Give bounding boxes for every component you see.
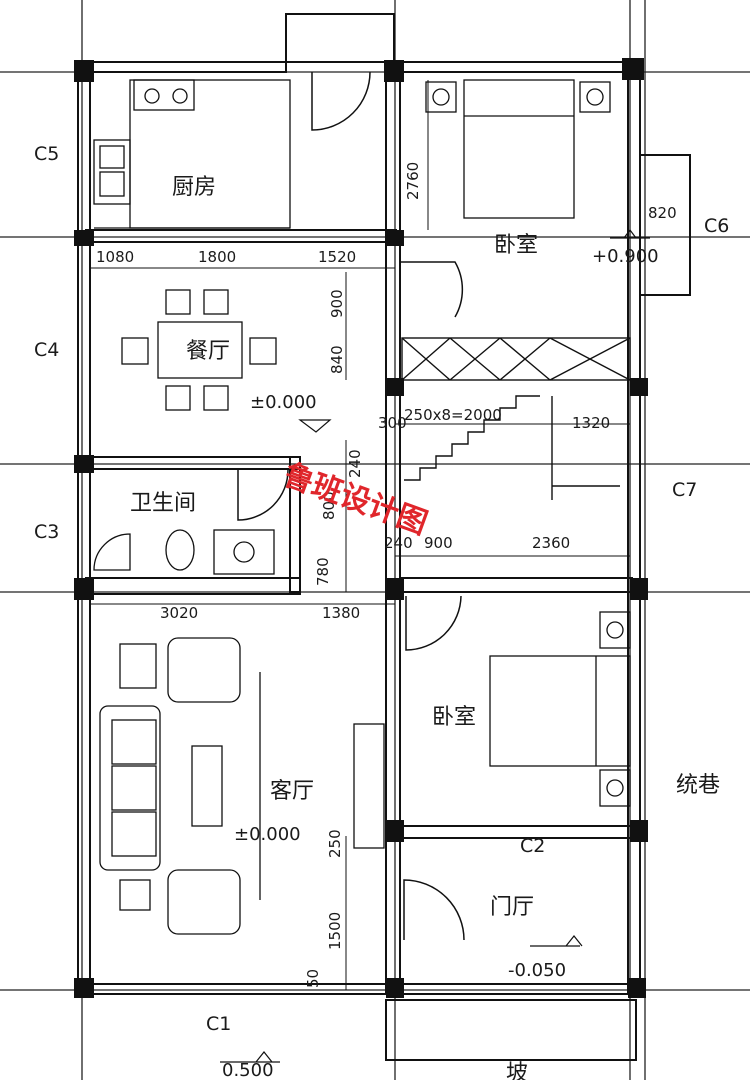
- elevation-markers: [220, 229, 650, 1063]
- dim-800: 800: [320, 491, 338, 520]
- dim-240b: 240: [384, 534, 413, 552]
- room-label-kitchen: 厨房: [172, 175, 216, 200]
- dim-300: 300: [378, 414, 407, 432]
- dining-table: [121, 289, 277, 411]
- alley-label: 统巷: [676, 773, 720, 798]
- axis-label-c4: C4: [34, 339, 59, 361]
- axis-label-c5: C5: [34, 143, 59, 165]
- room-label-dining: 餐厅: [186, 339, 230, 364]
- axis-label-c7: C7: [672, 479, 697, 501]
- axis-label-c3: C3: [34, 521, 59, 543]
- elevation-dining: ±0.000: [250, 392, 317, 413]
- axis-label-c1: C1: [206, 1013, 231, 1035]
- elevation-living: ±0.000: [234, 824, 301, 845]
- axis-label-c2: C2: [520, 835, 545, 857]
- dim-840: 840: [328, 345, 346, 374]
- room-label-bedroom-bottom: 卧室: [432, 705, 476, 730]
- dim-900: 900: [328, 289, 346, 318]
- dim-1800: 1800: [198, 248, 236, 266]
- dim-2760: 2760: [404, 162, 422, 200]
- dimension-lines: [90, 80, 630, 990]
- dim-1500: 1500: [326, 912, 344, 950]
- elevation-outside: 0.500: [222, 1060, 274, 1080]
- bottom-cut-label: 坡: [506, 1061, 528, 1080]
- dim-250: 250: [326, 829, 344, 858]
- axis-label-c6: C6: [704, 215, 729, 237]
- elevation-bedroom: +0.900: [592, 246, 659, 267]
- room-label-foyer: 门厅: [490, 895, 534, 920]
- dim-1520: 1520: [318, 248, 356, 266]
- staircase: [401, 337, 631, 500]
- living-furniture: [99, 637, 385, 935]
- dim-1380: 1380: [322, 604, 360, 622]
- bathroom-fixtures: [93, 529, 275, 575]
- kitchen-fixtures: [93, 79, 291, 229]
- dim-820: 820: [648, 204, 677, 222]
- dim-50: 50: [304, 969, 322, 988]
- dim-1080: 1080: [96, 248, 134, 266]
- dim-240: 240: [346, 449, 364, 478]
- dim-900b: 900: [424, 534, 453, 552]
- doors: [237, 71, 465, 941]
- dim-1320: 1320: [572, 414, 610, 432]
- room-label-bedroom-top: 卧室: [494, 233, 538, 258]
- dim-stair: 250x8=2000: [404, 406, 502, 424]
- dim-3020: 3020: [160, 604, 198, 622]
- beds: [425, 79, 631, 807]
- columns: [74, 58, 648, 998]
- room-label-bathroom: 卫生间: [130, 491, 196, 516]
- dim-2360: 2360: [532, 534, 570, 552]
- dim-780: 780: [314, 557, 332, 586]
- elevation-foyer: -0.050: [508, 960, 566, 981]
- room-label-living: 客厅: [270, 779, 314, 804]
